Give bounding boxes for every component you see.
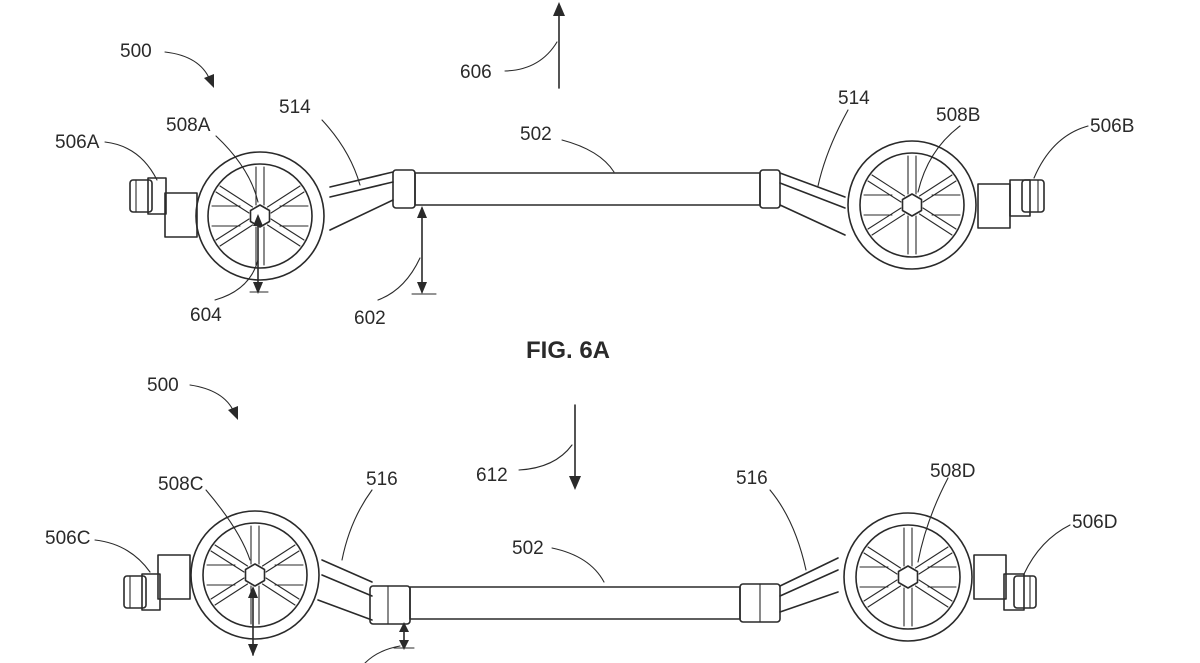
label-508a: 508A (166, 115, 211, 136)
label-506b: 506B (1090, 116, 1134, 137)
wheel-508d (843, 512, 973, 642)
wheel-508a (195, 151, 325, 281)
label-516-right: 516 (736, 468, 768, 489)
arrow-612-head (569, 476, 581, 490)
motor-506a (129, 177, 198, 238)
arrow-606-head (553, 2, 565, 16)
wheel-508c (190, 510, 320, 640)
label-506d: 506D (1072, 512, 1117, 533)
label-502-b: 502 (512, 538, 544, 559)
label-508d: 508D (930, 461, 975, 482)
label-516-left: 516 (366, 469, 398, 490)
leader-arrowhead (204, 74, 214, 88)
beam-502-b (369, 583, 781, 625)
beam-502 (392, 169, 781, 209)
label-500-b: 500 (147, 375, 179, 396)
motor-506d (973, 554, 1037, 611)
figure-caption: FIG. 6A (526, 337, 610, 364)
label-502-a: 502 (520, 124, 552, 145)
arm-516-right (779, 557, 839, 613)
label-508c: 508C (158, 474, 203, 495)
wheel-508b (847, 140, 977, 270)
label-506c: 506C (45, 528, 90, 549)
arm-514-right (779, 172, 846, 236)
label-604: 604 (190, 305, 222, 326)
label-612: 612 (476, 465, 508, 486)
figure-6a: 500 606 514 514 502 506A 508A 508B 506B … (55, 2, 1134, 364)
figure-6b: 500 612 516 516 502 506C 508C 508D 506D (45, 375, 1117, 663)
motor-506b (977, 179, 1045, 229)
label-606: 606 (460, 62, 492, 83)
label-602: 602 (354, 308, 386, 329)
arm-514-left (329, 171, 394, 231)
label-506a: 506A (55, 132, 100, 153)
label-508b: 508B (936, 105, 980, 126)
label-514-right: 514 (838, 88, 870, 109)
motor-506c (123, 554, 191, 611)
label-514-left: 514 (279, 97, 311, 118)
arm-516-left (317, 559, 373, 621)
label-500-a: 500 (120, 41, 152, 62)
